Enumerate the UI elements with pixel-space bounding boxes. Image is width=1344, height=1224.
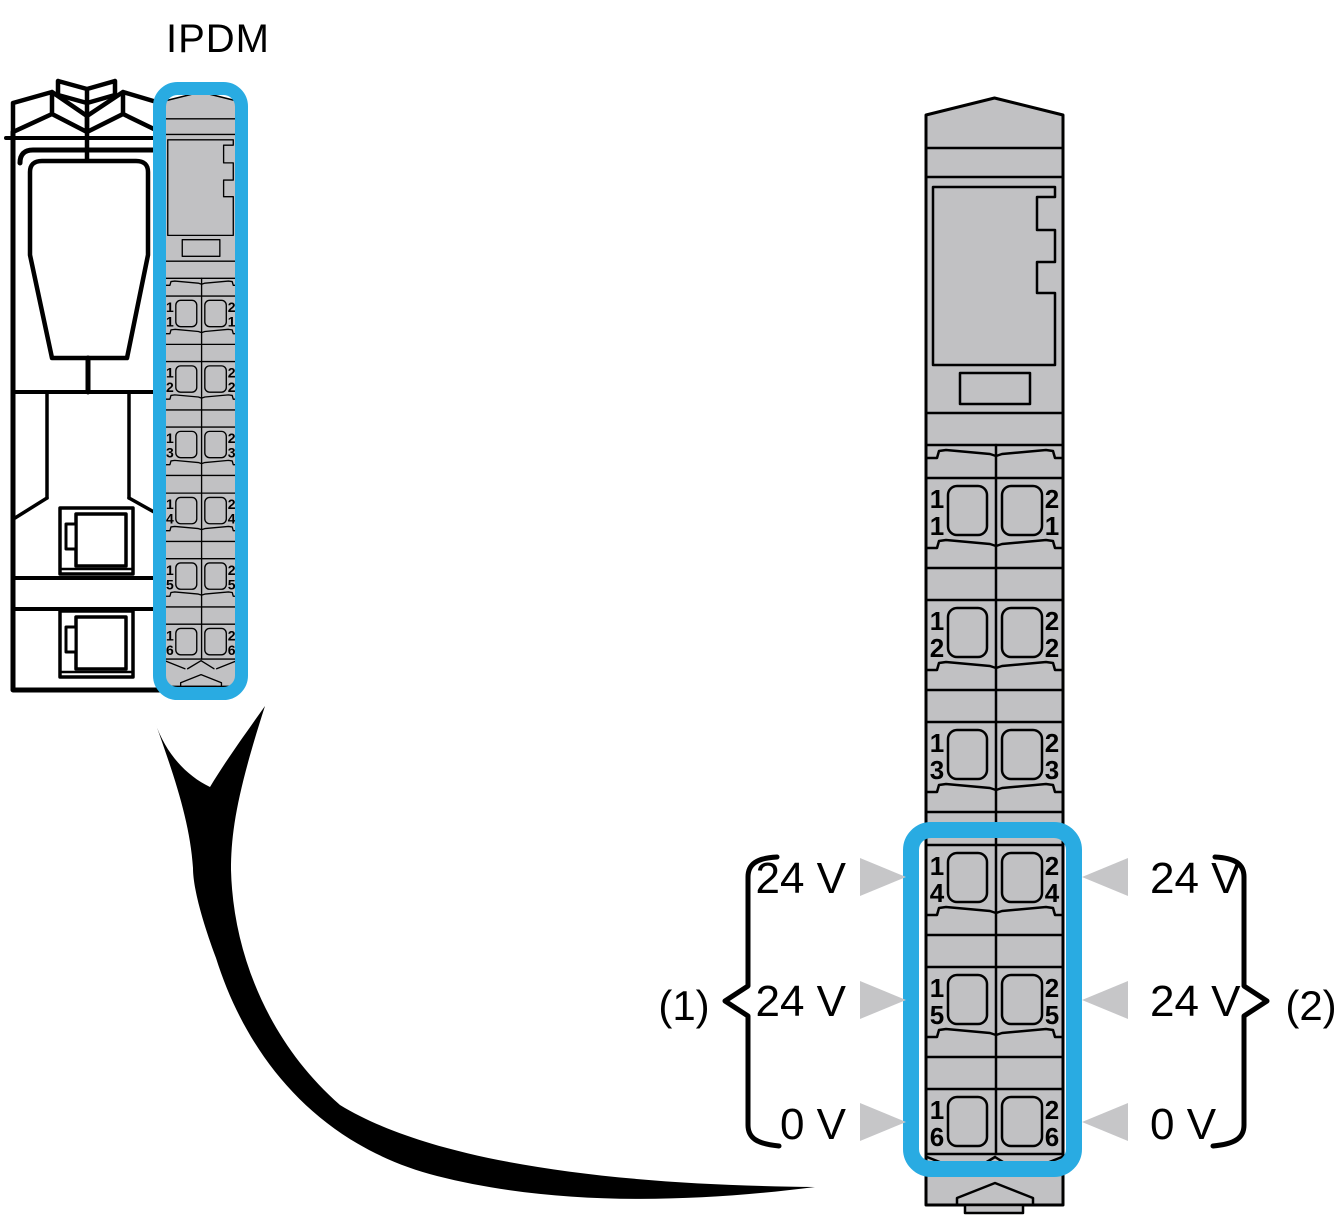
bus-coupler-device	[4, 78, 166, 693]
device-top-edge	[17, 147, 166, 166]
pointer-triangle-right-icon	[1082, 981, 1128, 1019]
voltage-label: 24 V	[755, 977, 846, 1026]
small-io-module	[163, 91, 239, 692]
enlarged-io-module	[924, 96, 1065, 1215]
group-brace-left	[722, 854, 782, 1149]
pointer-triangle-left-icon	[860, 858, 906, 896]
voltage-label: 0 V	[780, 1100, 847, 1149]
mid-panel-lines	[45, 392, 131, 500]
voltage-label: 24 V	[1150, 854, 1241, 903]
bracket-label: (2)	[1285, 982, 1336, 1029]
pointer-triangle-right-icon	[1082, 1103, 1128, 1141]
voltage-label: 24 V	[1150, 977, 1241, 1026]
pointer-triangle-left-icon	[860, 981, 906, 1019]
module-title: IPDM	[166, 17, 270, 61]
pointer-triangle-right-icon	[1082, 858, 1128, 896]
zoom-callout-arrow	[155, 706, 815, 1199]
rj45-port-1	[58, 506, 135, 576]
right-annotations: 24 V 24 V 0 V (2)	[1150, 854, 1337, 1149]
voltage-label: 0 V	[1150, 1100, 1217, 1149]
group-brace-right	[1210, 854, 1270, 1149]
pointer-triangle-left-icon	[860, 1103, 906, 1141]
rj45-port-2	[58, 609, 135, 679]
panel-chamfer-lines	[13, 496, 156, 520]
pointer-triangles	[860, 858, 1128, 1141]
highlight-frame-small	[153, 82, 248, 700]
device-front-bezel	[27, 158, 151, 361]
highlight-frame-enlarged	[903, 822, 1082, 1177]
bracket-label: (1)	[658, 982, 709, 1029]
device-divider-line	[11, 576, 165, 611]
left-annotations: 24 V 24 V 0 V (1)	[658, 854, 846, 1149]
voltage-label: 24 V	[755, 854, 846, 903]
